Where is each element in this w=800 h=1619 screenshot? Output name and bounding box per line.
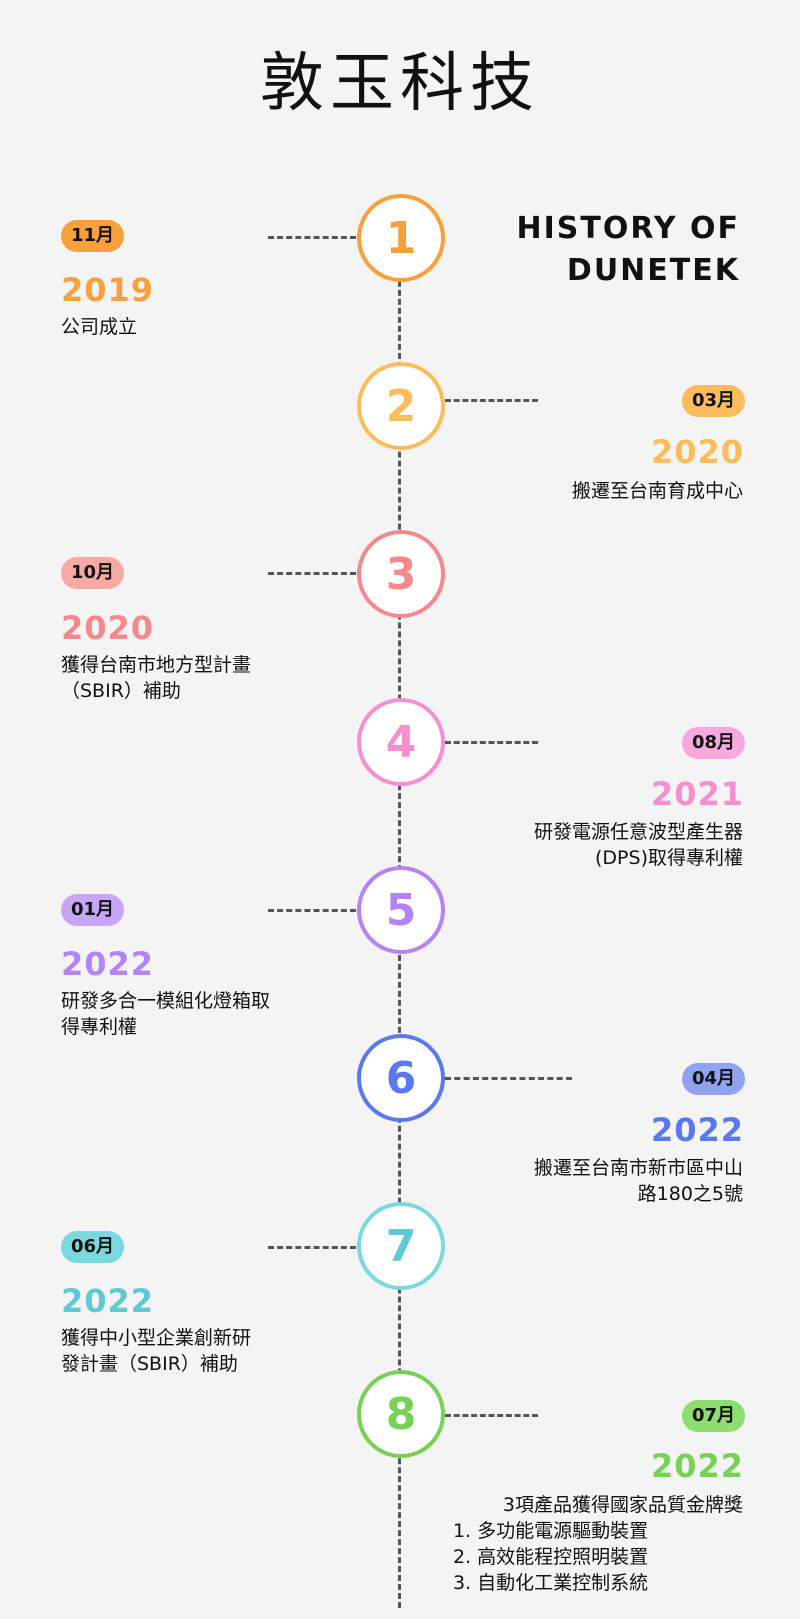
description-3-line2: （SBIR）補助: [61, 680, 181, 702]
connector-7: [268, 1246, 356, 1249]
timeline-node-7: 7: [357, 1202, 445, 1290]
description-8: 3項產品獲得國家品質金牌獎 1. 多功能電源驅動裝置 2. 高效能程控照明裝置 …: [453, 1492, 743, 1596]
timeline-node-8: 8: [357, 1370, 445, 1458]
description-4: 研發電源任意波型產生器 (DPS)取得專利權: [443, 819, 743, 871]
month-badge-2: 03月: [681, 385, 745, 417]
month-badge-4: 08月: [681, 727, 745, 759]
month-badge-3: 10月: [61, 557, 125, 589]
year-1: 2019: [61, 271, 155, 309]
connector-5: [268, 909, 356, 912]
year-2: 2020: [650, 433, 744, 471]
history-heading-line1: HISTORY OF: [516, 211, 740, 246]
timeline-node-4: 4: [357, 698, 445, 786]
description-2: 搬遷至台南育成中心: [571, 480, 743, 502]
description-3-line1: 獲得台南市地方型計畫: [61, 654, 252, 676]
description-7-line1: 獲得中小型企業創新研: [61, 1327, 252, 1349]
timeline-node-5: 5: [357, 866, 445, 954]
year-6: 2022: [650, 1111, 744, 1149]
timeline-node-6: 6: [357, 1034, 445, 1122]
description-7: 獲得中小型企業創新研 發計畫（SBIR）補助: [61, 1325, 361, 1377]
description-7-line2: 發計畫（SBIR）補助: [61, 1353, 238, 1375]
history-heading-line2: DUNETEK: [566, 253, 740, 288]
month-badge-7: 06月: [61, 1231, 125, 1263]
description-4-line1: 研發電源任意波型產生器: [533, 821, 743, 843]
timeline-node-1: 1: [357, 194, 445, 282]
connector-2: [445, 399, 538, 402]
month-badge-6: 04月: [681, 1063, 745, 1095]
year-3: 2020: [61, 609, 155, 647]
year-5: 2022: [61, 945, 155, 983]
connector-4: [445, 741, 538, 744]
month-badge-8: 07月: [681, 1400, 745, 1432]
month-badge-1: 11月: [61, 220, 125, 252]
description-8-line1: 3項產品獲得國家品質金牌獎: [502, 1494, 743, 1516]
connector-3: [268, 572, 356, 575]
timeline-node-3: 3: [357, 530, 445, 618]
award-list-item-3: 3. 自動化工業控制系統: [453, 1572, 649, 1594]
connector-1: [268, 236, 356, 239]
timeline-node-2: 2: [357, 362, 445, 450]
connector-8: [445, 1414, 538, 1417]
month-badge-5: 01月: [61, 894, 125, 926]
year-8: 2022: [650, 1447, 744, 1485]
description-5-line1: 研發多合一模組化燈箱取: [61, 990, 271, 1012]
award-list-item-2: 2. 高效能程控照明裝置: [453, 1546, 649, 1568]
connector-6: [445, 1077, 572, 1080]
description-6-line2: 路180之5號: [637, 1183, 743, 1205]
description-5: 研發多合一模組化燈箱取 得專利權: [61, 988, 361, 1040]
description-6: 搬遷至台南市新市區中山 路180之5號: [443, 1155, 743, 1207]
year-7: 2022: [61, 1282, 155, 1320]
description-3: 獲得台南市地方型計畫 （SBIR）補助: [61, 652, 361, 704]
award-list-item-1: 1. 多功能電源驅動裝置: [453, 1520, 649, 1542]
description-6-line1: 搬遷至台南市新市區中山: [533, 1157, 743, 1179]
page-title: 敦玉科技: [260, 47, 540, 121]
year-4: 2021: [650, 775, 744, 813]
history-heading: HISTORY OF DUNETEK: [420, 208, 740, 292]
description-5-line2: 得專利權: [61, 1016, 138, 1038]
description-4-line2: (DPS)取得專利權: [595, 847, 743, 869]
description-1: 公司成立: [61, 316, 138, 338]
